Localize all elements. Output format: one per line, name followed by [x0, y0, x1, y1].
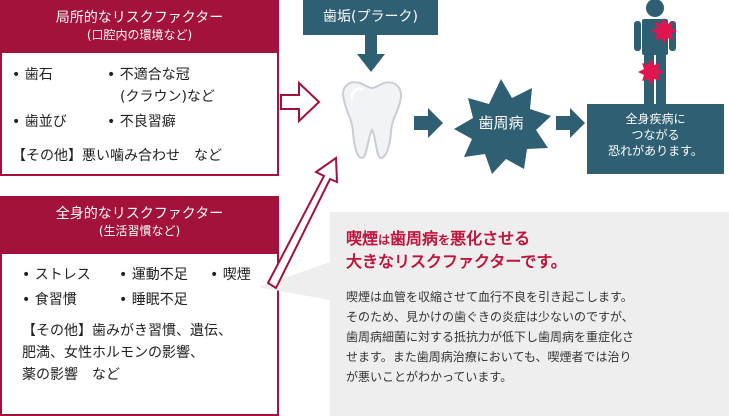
systemic-risk-box: 全身的なリスクファクター (生活習慣など) • ストレス • 運動不足 • 喫煙…: [0, 196, 279, 416]
smoking-headline-line1: 喫煙は歯周病を悪化させる: [346, 229, 531, 248]
smoking-headline-line2: 大きなリスクファクターです。: [346, 252, 567, 271]
arrow-systemic-to-tooth: [266, 156, 339, 290]
plaque-label: 歯垢(プラーク): [303, 0, 438, 35]
arrow-plaque-down: [357, 35, 385, 72]
person-icon: [634, 0, 676, 104]
local-risk-subtitle: (口腔内の環境など): [86, 28, 193, 42]
alert-burst-icon: [651, 18, 677, 44]
periodontal-star-icon: [454, 79, 551, 174]
periodontal-label: 歯周病: [478, 114, 524, 132]
systemic-risk-title: 全身的なリスクファクター: [55, 206, 224, 222]
alert-burst-icon: [638, 59, 664, 85]
local-risk-box: 局所的なリスクファクター (口腔内の環境など) • 歯石 • 不適合な冠 (クラ…: [0, 0, 279, 176]
smoking-info-panel: [330, 212, 729, 416]
list-item: • 歯並び: [12, 114, 67, 130]
systemic-risk-subtitle: (生活習慣など): [98, 224, 181, 238]
list-item: • 歯石: [12, 67, 53, 83]
list-item: • 運動不足: [119, 267, 188, 283]
list-item: • 食習慣: [22, 292, 77, 308]
smoking-body: 喫煙は血管を収縮させて血行不良を引き起こします。 そのため、見かけの歯ぐきの炎症…: [346, 290, 635, 384]
arrow-tooth-to-disease: [414, 108, 443, 138]
systemic-risk-header: 全身的なリスクファクター (生活習慣など): [2, 198, 277, 254]
list-item: • 不良習癖: [107, 114, 176, 130]
tooth-icon: [342, 81, 402, 160]
local-risk-other: 【その他】悪い噛み合わせ など: [12, 148, 222, 164]
list-item: • 喫煙: [210, 267, 251, 283]
arrow-local-to-tooth: [280, 80, 321, 124]
list-item: • 睡眠不足: [119, 292, 188, 308]
callout-pointer: [258, 262, 330, 300]
systemic-disease-panel: 全身疾病に つながる 恐れがあります。: [587, 104, 724, 174]
systemic-risk-other: 【その他】歯みがき習慣、遺伝、 肥満、女性ホルモンの影響、 薬の影響 など: [22, 323, 232, 383]
local-risk-header: 局所的なリスクファクター (口腔内の環境など): [2, 2, 277, 53]
smoking-headline: 喫煙は歯周病を悪化させる 大きなリスクファクターです。: [346, 228, 567, 273]
list-item: • 不適合な冠: [107, 67, 190, 83]
list-item: • ストレス: [22, 267, 91, 283]
local-risk-title: 局所的なリスクファクター: [55, 10, 224, 26]
arrow-disease-to-systemic: [556, 108, 585, 138]
list-item: (クラウン)など: [120, 89, 215, 105]
